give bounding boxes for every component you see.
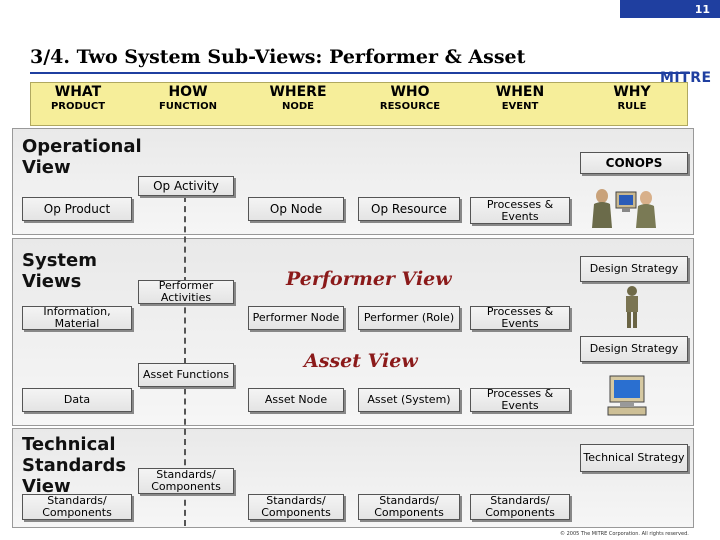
computer-illustration — [606, 374, 650, 418]
operational-view-label: Operational View — [22, 136, 142, 178]
header-what: WHAT PRODUCT — [28, 84, 128, 114]
performer-view-heading: Performer View — [286, 268, 452, 290]
header-subject: RULE — [617, 101, 647, 112]
header-question: WHY — [613, 84, 651, 100]
header-question: WHEN — [495, 84, 545, 100]
header-when: WHEN EVENT — [470, 84, 570, 114]
asset-node-box: Asset Node — [248, 388, 344, 412]
header-question: HOW — [168, 84, 208, 100]
design-strategy-performer-box: Design Strategy — [580, 256, 688, 282]
header-how: HOW FUNCTION — [138, 84, 238, 114]
asset-processes-box: Processes & Events — [470, 388, 570, 412]
header-subject: EVENT — [501, 101, 539, 112]
technical-standards-view-label: Technical Standards View — [22, 434, 127, 497]
header-question: WHAT — [54, 84, 102, 100]
operators-computer-illustration — [588, 184, 658, 230]
data-box: Data — [22, 388, 132, 412]
header-who: WHO RESOURCE — [360, 84, 460, 114]
how-column-connector — [184, 196, 186, 526]
technical-strategy-box: Technical Strategy — [580, 444, 688, 472]
header-band — [30, 82, 688, 126]
performer-activities-box: Performer Activities — [138, 280, 234, 304]
header-why: WHY RULE — [582, 84, 682, 114]
header-subject: FUNCTION — [158, 101, 218, 112]
header-subject: RESOURCE — [379, 101, 441, 112]
performer-processes-box: Processes & Events — [470, 306, 570, 330]
header-question: WHO — [390, 84, 430, 100]
asset-system-box: Asset (System) — [358, 388, 460, 412]
performer-node-box: Performer Node — [248, 306, 344, 330]
header-subject: PRODUCT — [50, 101, 106, 112]
asset-view-heading: Asset View — [304, 350, 418, 372]
page-number: 11 — [620, 0, 720, 18]
header-subject: NODE — [281, 101, 314, 112]
performer-role-box: Performer (Role) — [358, 306, 460, 330]
op-processes-box: Processes & Events — [470, 197, 570, 224]
information-material-box: Information, Material — [22, 306, 132, 330]
op-product-box: Op Product — [22, 197, 132, 221]
soldier-icon — [626, 286, 638, 328]
system-views-label: System Views — [22, 250, 97, 292]
header-question: WHERE — [269, 84, 327, 100]
op-resource-box: Op Resource — [358, 197, 460, 221]
op-node-box: Op Node — [248, 197, 344, 221]
soldier-illustration — [620, 285, 644, 329]
computer-icon — [607, 375, 647, 416]
copyright-notice: © 2005 The MITRE Corporation. All rights… — [560, 531, 689, 537]
conops-box: CONOPS — [580, 152, 688, 174]
title-underline — [30, 72, 690, 74]
standards-components-who-box: Standards/ Components — [358, 494, 460, 520]
standards-components-what-box: Standards/ Components — [22, 494, 132, 520]
slide-title: 3/4. Two System Sub-Views: Performer & A… — [30, 46, 526, 68]
asset-functions-box: Asset Functions — [138, 363, 234, 387]
standards-components-how-box: Standards/ Components — [138, 468, 234, 494]
standards-components-when-box: Standards/ Components — [470, 494, 570, 520]
op-activity-box: Op Activity — [138, 176, 234, 196]
top-bar — [0, 0, 720, 18]
operators-icon — [592, 189, 656, 228]
design-strategy-asset-box: Design Strategy — [580, 336, 688, 362]
standards-components-where-box: Standards/ Components — [248, 494, 344, 520]
header-where: WHERE NODE — [248, 84, 348, 114]
